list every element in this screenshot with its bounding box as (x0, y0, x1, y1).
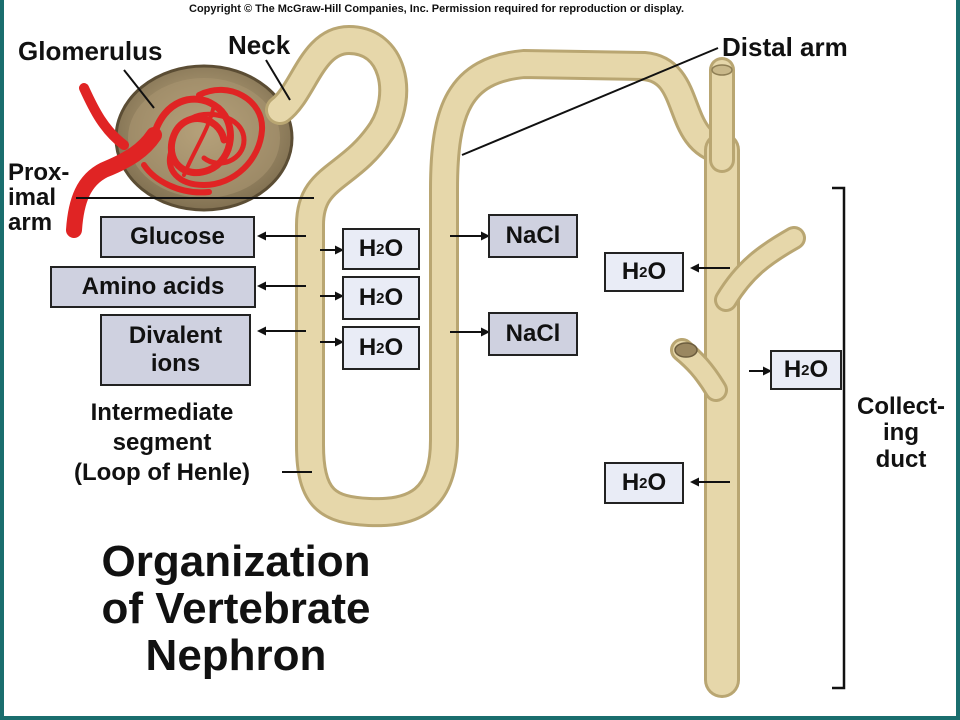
leader-neck (265, 59, 291, 101)
amino-acids-box: Amino acids (50, 266, 256, 308)
title-line-1: Organization (101, 537, 371, 586)
water-h: H (358, 235, 377, 262)
collecting-duct (670, 57, 806, 698)
water-h: H (621, 469, 640, 496)
nacl-box-2: NaCl (488, 312, 578, 356)
intermediate-segment-label: Intermediate segment (Loop of Henle) (44, 398, 280, 488)
proximal-arm-line-1: Prox- (8, 159, 70, 186)
proximal-arm-line-2: imal (8, 184, 57, 212)
water-subscript: 2 (376, 240, 385, 258)
glomerulus-capillaries (66, 83, 266, 238)
water-subscript: 2 (639, 474, 648, 492)
nephron-illustration (66, 24, 846, 698)
divalent-ions-box: Divalent ions (100, 314, 251, 386)
collecting-duct-bracket (832, 186, 846, 690)
nacl-box-1: NaCl (488, 214, 578, 258)
water-h: H (783, 356, 802, 383)
water-h: H (358, 284, 377, 311)
figure-title: Organization of Vertebrate Nephron (56, 538, 416, 679)
water-o: O (384, 334, 404, 361)
intermediate-line-1: Intermediate (90, 399, 234, 426)
copyright-notice: Copyright © The McGraw-Hill Companies, I… (189, 3, 685, 15)
distal-arm-label: Distal arm (722, 32, 848, 62)
water-o: O (647, 258, 667, 285)
nephron-tubule (265, 24, 737, 528)
neck-label: Neck (228, 30, 291, 60)
water-subscript: 2 (376, 289, 385, 307)
divalent-ions-line-1: Divalent (128, 322, 223, 350)
leader-distal-arm (461, 47, 719, 156)
water-h: H (358, 334, 377, 361)
leader-glomerulus (123, 69, 155, 109)
collecting-duct-label: Collect- ing duct (846, 393, 956, 473)
water-o: O (647, 469, 667, 496)
water-o: O (384, 235, 404, 262)
water-subscript: 2 (376, 339, 385, 357)
glomerulus-label: Glomerulus (18, 36, 163, 66)
water-h: H (621, 258, 640, 285)
transport-arrows (257, 231, 772, 487)
collecting-duct-line-2: ing (883, 419, 919, 447)
water-subscript: 2 (639, 263, 648, 281)
water-o: O (384, 284, 404, 311)
collecting-duct-line-1: Collect- (856, 393, 945, 420)
collecting-duct-line-3: duct (875, 445, 927, 473)
intermediate-line-3: (Loop of Henle) (74, 459, 250, 486)
proximal-arm-label: Prox- imal arm (8, 160, 69, 236)
title-line-2: of Vertebrate (101, 584, 371, 634)
figure-frame: Copyright © The McGraw-Hill Companies, I… (4, 0, 956, 716)
water-o: O (809, 356, 829, 383)
proximal-arm-line-3: arm (8, 209, 53, 237)
intermediate-line-2: segment (112, 429, 212, 456)
glucose-box: Glucose (100, 216, 255, 258)
leader-lines (76, 47, 719, 473)
title-line-3: Nephron (145, 631, 327, 681)
divalent-ions-line-2: ions (150, 350, 201, 377)
water-subscript: 2 (801, 361, 810, 379)
